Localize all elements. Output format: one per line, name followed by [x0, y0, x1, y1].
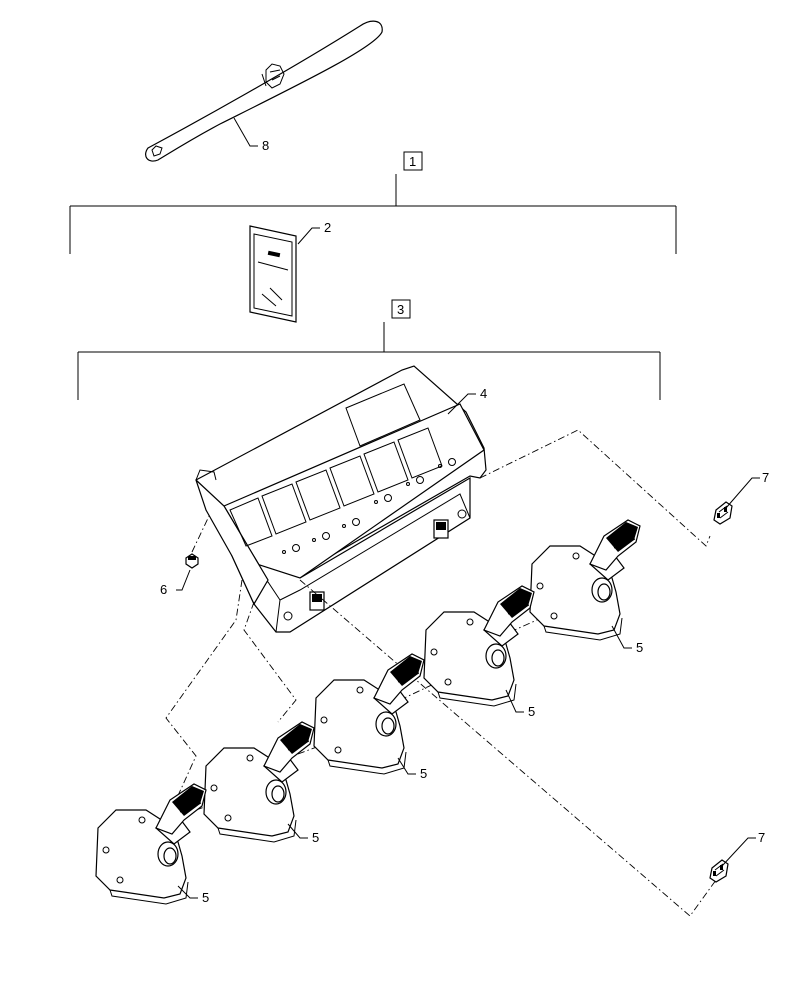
retaining-clip-lower [709, 859, 729, 883]
rocker-switch-2 [423, 585, 535, 707]
callout-3: 3 [397, 302, 404, 317]
callout-4: 4 [480, 386, 487, 401]
rocker-switch-1 [529, 519, 641, 641]
operator-manual [249, 225, 297, 323]
decal-strip [145, 20, 383, 162]
rocker-switch-5 [95, 783, 207, 905]
callout-5-c: 5 [420, 766, 427, 781]
callout-7-upper: 7 [762, 470, 769, 485]
kit-1-bracket: 1 [69, 151, 677, 254]
callout-5-e: 5 [202, 890, 209, 905]
rocker-switch-3 [313, 653, 425, 775]
callout-5-a: 5 [636, 640, 643, 655]
assembly-3-bracket: 3 [77, 299, 661, 400]
callout-8: 8 [262, 138, 269, 153]
callout-5-b: 5 [528, 704, 535, 719]
callout-1: 1 [409, 154, 416, 169]
retaining-clip-upper [713, 501, 733, 525]
callout-7-lower: 7 [758, 830, 765, 845]
callout-6: 6 [160, 582, 167, 597]
rocker-switch-4 [203, 721, 315, 843]
switch-panel-housing [195, 365, 487, 633]
callout-5-d: 5 [312, 830, 319, 845]
screw [185, 553, 199, 569]
callout-2: 2 [324, 220, 331, 235]
